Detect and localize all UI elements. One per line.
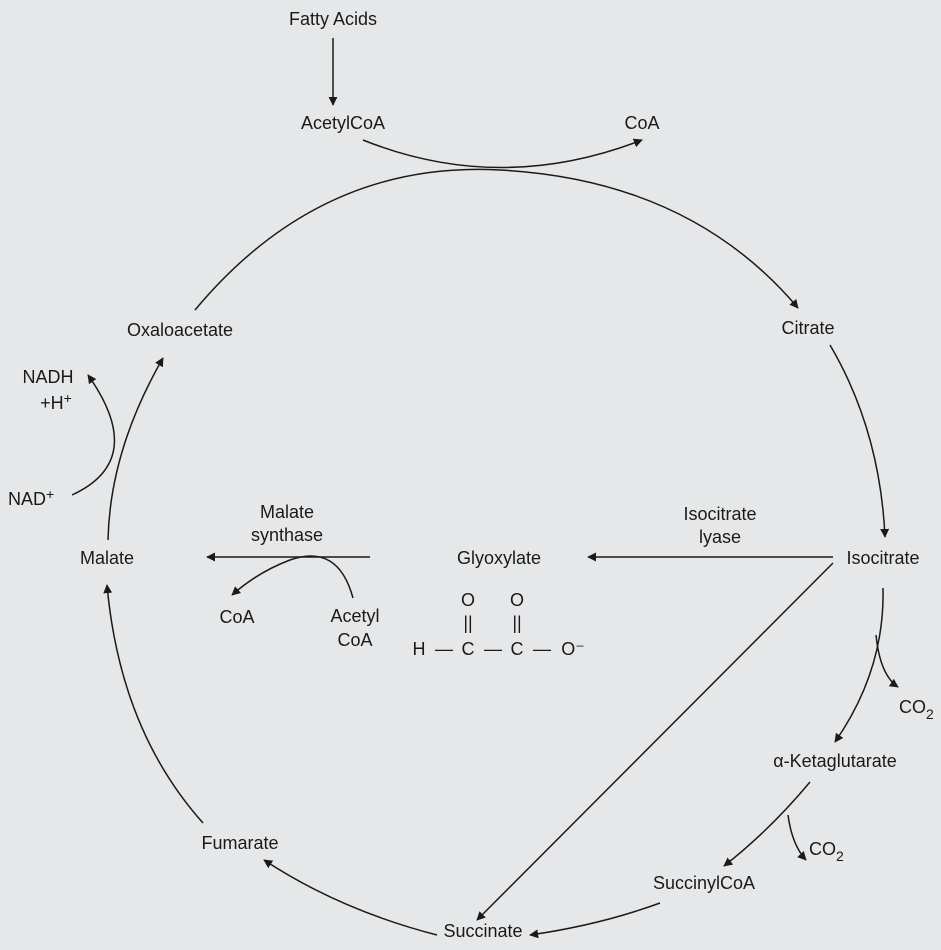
label-nad-text: NAD — [8, 489, 46, 509]
label-acetyl-coa: CoA — [337, 630, 372, 650]
arc-ketoglutarate-succinylcoa — [723, 781, 811, 867]
structure-bond-2: — — [484, 639, 502, 659]
arc-isocitrate-ketoglutarate — [834, 587, 884, 743]
label-nad: NAD+ — [8, 486, 54, 509]
label-co2-top-text: CO — [899, 697, 926, 717]
arrow-co2-bottom — [787, 814, 807, 861]
arrow-acetylcoa-coa — [362, 138, 643, 169]
arc-fumarate-malate — [103, 584, 204, 824]
arrow-acetylcoa-coa-inner — [231, 555, 354, 599]
glyoxylate-structure: O O || || H — C — C — O⁻ — [413, 590, 585, 659]
label-isocitrate-lyase-1: Isocitrate — [683, 504, 756, 524]
label-succinate: Succinate — [443, 921, 522, 941]
arrow-isocitrate-succinate — [476, 562, 834, 921]
label-citrate: Citrate — [781, 318, 834, 338]
structure-oxygen-2: O — [510, 590, 524, 610]
label-hplus: +H+ — [40, 390, 72, 413]
label-glyoxylate: Glyoxylate — [457, 548, 541, 568]
label-isocitrate: Isocitrate — [846, 548, 919, 568]
arc-succinate-fumarate — [263, 859, 438, 936]
label-coa-top: CoA — [624, 113, 659, 133]
label-co2-bottom-sub: 2 — [836, 848, 844, 864]
labels: Fatty Acids AcetylCoA CoA Citrate Isocit… — [8, 9, 934, 941]
label-malate: Malate — [80, 548, 134, 568]
label-malate-synthase-2: synthase — [251, 525, 323, 545]
arc-succinylcoa-succinate — [529, 902, 661, 939]
label-co2-bottom: CO2 — [809, 839, 844, 864]
structure-carbon-1: C — [462, 639, 475, 659]
structure-double-bond-1: || — [463, 613, 472, 633]
label-hplus-sup: + — [64, 390, 72, 406]
label-fumarate: Fumarate — [201, 833, 278, 853]
arc-oxaloacetate-citrate — [194, 168, 799, 311]
structure-double-bond-2: || — [512, 613, 521, 633]
arc-citrate-isocitrate — [829, 344, 890, 538]
arc-malate-oxaloacetate — [107, 357, 164, 541]
label-malate-synthase-1: Malate — [260, 502, 314, 522]
label-nad-sup: + — [46, 486, 54, 502]
structure-oxygen-1: O — [461, 590, 475, 610]
label-co2-bottom-text: CO — [809, 839, 836, 859]
label-nadh: NADH — [22, 367, 73, 387]
structure-oxide: O⁻ — [561, 639, 585, 659]
label-oxaloacetate: Oxaloacetate — [127, 320, 233, 340]
label-co2-top: CO2 — [899, 697, 934, 722]
label-hplus-text: +H — [40, 393, 64, 413]
structure-bond-3: — — [533, 639, 551, 659]
label-acetyl: Acetyl — [330, 606, 379, 626]
structure-bond-1: — — [435, 639, 453, 659]
structure-hydrogen: H — [413, 639, 426, 659]
label-fatty-acids: Fatty Acids — [289, 9, 377, 29]
label-acetylcoa: AcetylCoA — [301, 113, 385, 133]
label-alpha-ketoglutarate: α-Ketaglutarate — [773, 751, 896, 771]
label-co2-top-sub: 2 — [926, 706, 934, 722]
label-coa-inner: CoA — [219, 607, 254, 627]
label-succinylcoa: SuccinylCoA — [653, 873, 755, 893]
arrows — [71, 38, 899, 939]
label-isocitrate-lyase-2: lyase — [699, 527, 741, 547]
structure-carbon-2: C — [511, 639, 524, 659]
arrow-co2-top — [875, 634, 899, 688]
arrow-nad-nadh — [71, 374, 116, 496]
